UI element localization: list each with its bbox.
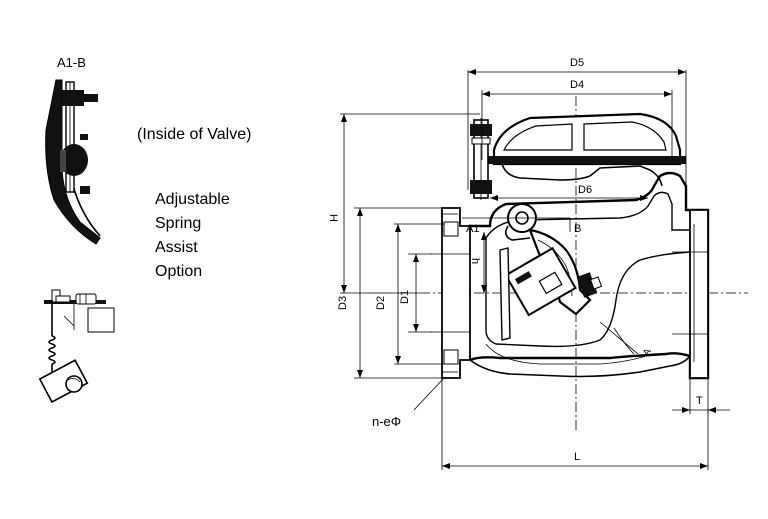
dim-d4: D4	[570, 79, 584, 91]
dim-d6: D6	[578, 184, 592, 196]
body-shell-outer	[469, 171, 710, 380]
inside-of-valve-note: (Inside of Valve)	[137, 126, 251, 143]
option-line-3: Assist	[155, 239, 198, 256]
label-bolt-holes: n-eΦ	[372, 414, 401, 429]
option-line-4: Option	[155, 263, 202, 280]
cover-bolt	[470, 118, 492, 200]
detail-a1-b-label: A1-B	[57, 55, 86, 70]
dim-d3: D3	[337, 296, 349, 310]
dim-l: L	[574, 451, 580, 463]
detail-top-nut	[62, 90, 84, 106]
dim-t: T	[696, 395, 703, 407]
valve-body: A	[420, 96, 748, 430]
option-line-2: Spring	[155, 215, 201, 232]
dim-d2: D2	[375, 296, 387, 310]
detail-disc-block	[38, 359, 89, 404]
dim-d1: D1	[399, 290, 411, 304]
dim-h: H	[327, 214, 339, 222]
dim-h-small: h	[469, 258, 481, 264]
svg-text:A: A	[641, 347, 654, 359]
outlet-flange	[689, 209, 709, 379]
cover-gasket	[488, 156, 686, 164]
dim-d5: D5	[570, 57, 584, 69]
seat-ring	[499, 247, 511, 341]
option-line-1: Adjustable	[155, 191, 230, 208]
dimensions: D5 D4 D6 H D3 D2 D1	[327, 57, 730, 470]
label-b: B	[574, 223, 581, 235]
body-shell-inner	[485, 191, 691, 348]
detail-spring-knob	[60, 144, 88, 176]
detail-spring-coil	[48, 335, 56, 365]
detail-a1-b: A1-B	[45, 55, 101, 245]
label-a1: A1	[466, 223, 479, 235]
detail-spring-assist	[38, 289, 115, 404]
